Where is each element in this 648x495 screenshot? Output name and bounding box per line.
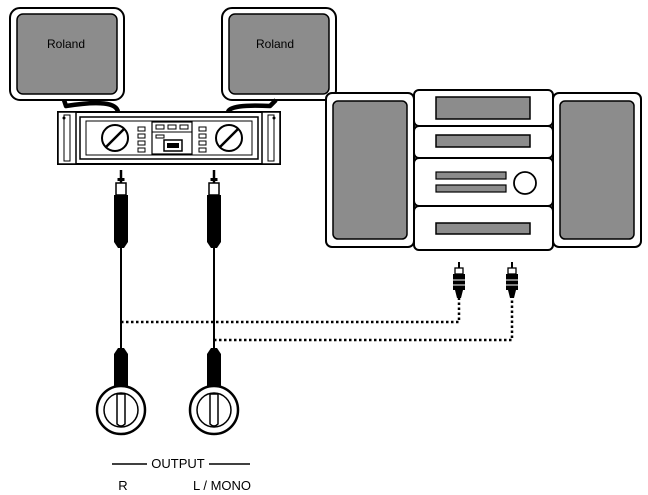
phone-plug-amp-left	[114, 170, 128, 248]
rca-cable-l	[214, 290, 514, 342]
phone-plug-amp-right	[207, 170, 221, 248]
output-jack-l-mono-label: L / MONO	[193, 478, 251, 493]
output-jack-r	[95, 384, 147, 436]
output-title: OUTPUT	[151, 456, 205, 471]
speaker-cables	[61, 98, 278, 114]
indicator-leds-right	[198, 126, 207, 153]
output-jack-r-label: R	[118, 478, 127, 493]
output-jack-l-mono	[188, 384, 240, 436]
rca-cable-r	[121, 290, 461, 324]
power-amplifier	[57, 111, 281, 165]
speaker-right: Roland	[221, 7, 337, 101]
speaker-right-brand: Roland	[256, 37, 294, 51]
rca-plug-l	[506, 262, 518, 298]
stereo-system	[325, 89, 642, 251]
volume-knob	[513, 171, 537, 195]
speaker-left: Roland	[9, 7, 125, 101]
center-leds	[155, 124, 189, 130]
indicator-leds-left	[137, 126, 146, 153]
rca-plug-r	[453, 262, 465, 298]
cables	[120, 248, 514, 348]
speaker-left-brand: Roland	[47, 37, 85, 51]
output-label-group: OUTPUT R L / MONO	[112, 456, 251, 493]
